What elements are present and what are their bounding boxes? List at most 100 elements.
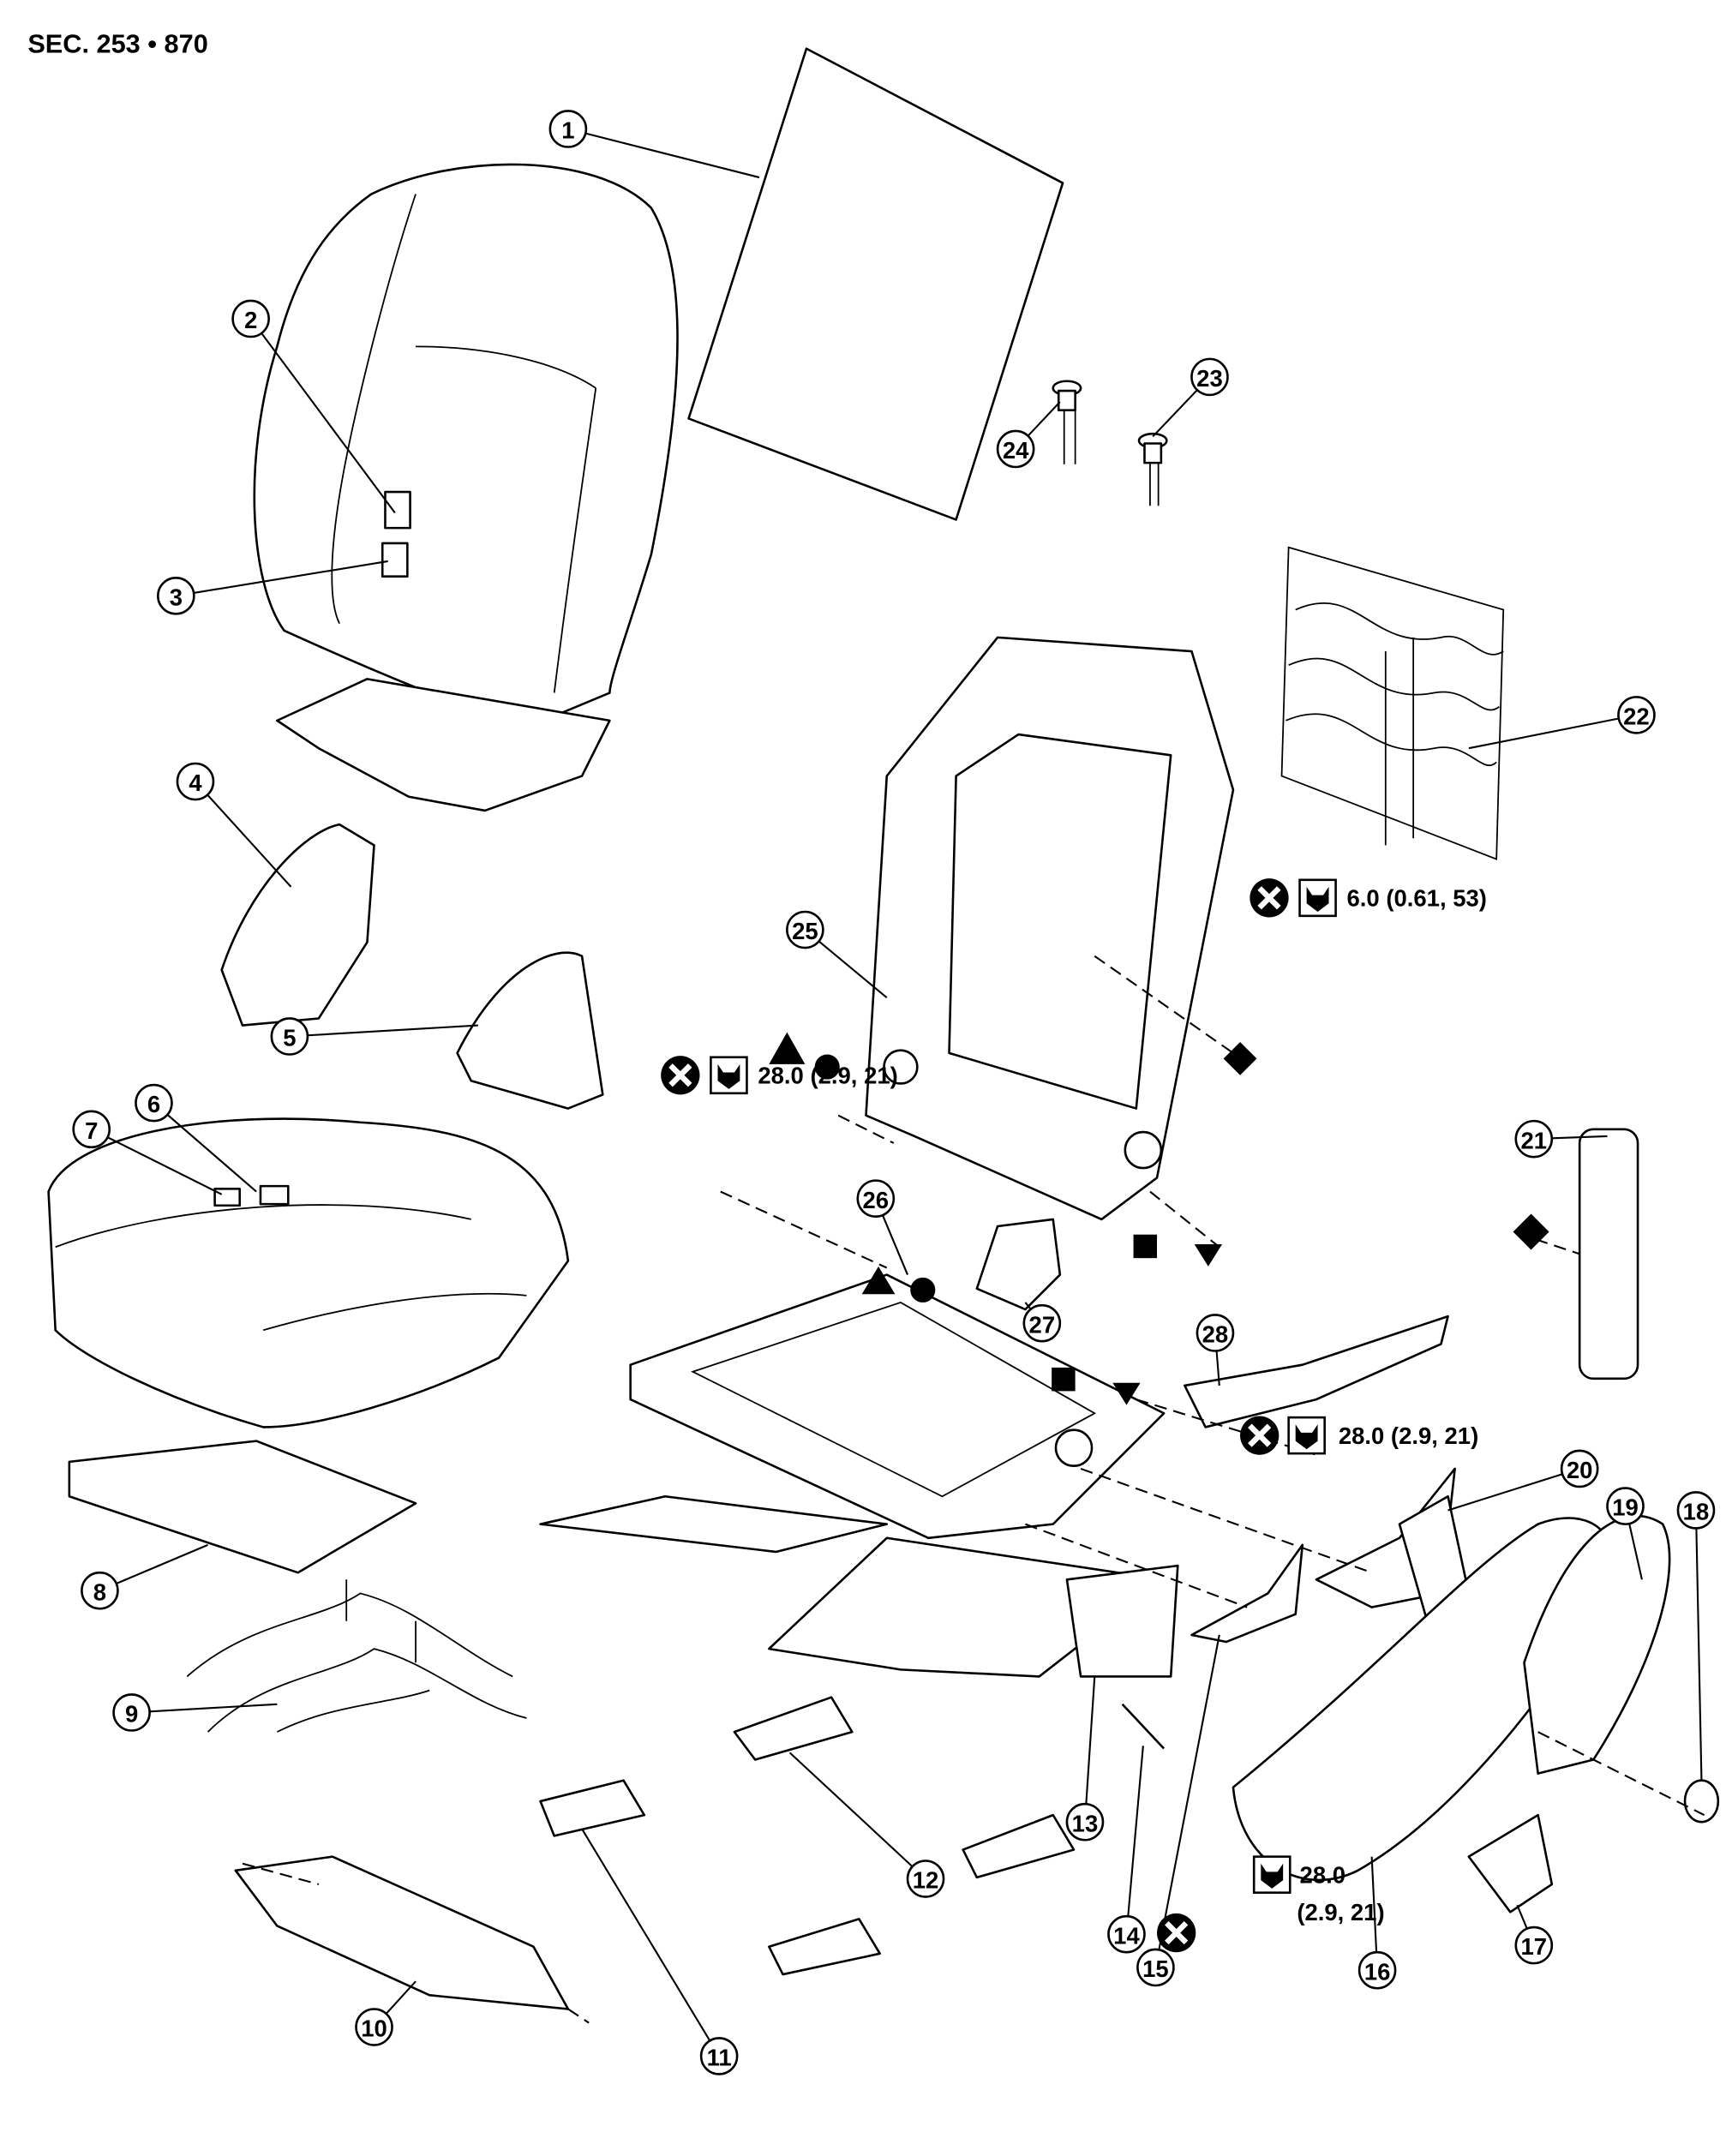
triangle-up-marker (861, 1266, 896, 1295)
torque-value: 28.0 (2.9, 21) (1339, 1422, 1478, 1449)
callout-circle (1676, 1491, 1716, 1530)
callout-1: 1 (548, 110, 760, 179)
callout-circle (1065, 1802, 1105, 1842)
torque-28.0-rear: 28.0 (2.9, 21) (1240, 1416, 1478, 1455)
callout-number: 3 (170, 584, 183, 610)
callout-18: 18 (1676, 1491, 1716, 1781)
leader-line (1628, 1523, 1643, 1580)
triangle-down-marker (1194, 1244, 1223, 1267)
callout-circle (1190, 357, 1229, 397)
callout-28: 28 (1196, 1314, 1235, 1386)
callout-21: 21 (1514, 1119, 1608, 1159)
lower-covers (234, 1696, 1076, 2010)
torque-wrench-icon (1287, 1416, 1326, 1455)
seatback-finisher-inner (220, 823, 604, 1110)
leader-line (1551, 1135, 1608, 1140)
callout-12: 12 (788, 1752, 945, 1898)
leader-line (1447, 1473, 1563, 1512)
callout-3: 3 (157, 560, 388, 615)
brackets (975, 1218, 1471, 1678)
callout-number: 21 (1521, 1127, 1548, 1153)
callout-22: 22 (1468, 696, 1656, 750)
leader-line (1215, 1350, 1220, 1386)
callout-circle (176, 762, 215, 801)
marker-symbols (769, 1032, 1549, 1405)
leader-line (1085, 1676, 1096, 1805)
callout-number: 6 (147, 1091, 160, 1117)
callout-circle (355, 2008, 393, 2046)
leader-line (166, 1114, 257, 1193)
callout-number: 9 (125, 1701, 138, 1728)
square-marker (1133, 1234, 1158, 1259)
callout-circle (1514, 1925, 1554, 1965)
callout-number: 10 (361, 2015, 387, 2042)
x-circle-icon (1157, 1913, 1196, 1953)
x-circle-icon (661, 1056, 700, 1095)
section-label: SEC. 253 • 870 (27, 29, 207, 59)
callout-circle (1357, 1950, 1397, 1990)
torque-6.0: 6.0 (0.61, 53) (1250, 878, 1487, 918)
x-circle-icon (1250, 878, 1289, 918)
leader-line (1024, 1302, 1032, 1310)
callout-number: 11 (707, 2045, 732, 2071)
leader-line (1516, 1904, 1528, 1930)
callout-circle (548, 110, 588, 148)
callout-25: 25 (786, 910, 888, 999)
leader-line (149, 1703, 278, 1713)
headrest-holders (1052, 380, 1168, 506)
callout-circle (786, 910, 824, 949)
callout-27: 27 (1022, 1302, 1062, 1343)
callout-6: 6 (135, 1083, 257, 1193)
callout-circle (906, 1860, 945, 1898)
leader-line (1695, 1528, 1703, 1781)
callout-circle (996, 429, 1035, 469)
torque-value: 28.0 (2.9, 21) (758, 1062, 897, 1088)
leader-line (585, 132, 760, 179)
leader-line (1158, 1634, 1220, 1950)
torque-value: 6.0 (0.61, 53) (1347, 885, 1487, 912)
callout-number: 7 (85, 1117, 98, 1144)
callout-number: 25 (792, 918, 818, 944)
side-finisher (1232, 1128, 1720, 1913)
leader-line (261, 332, 396, 513)
callout-number: 4 (189, 770, 202, 796)
leader-line (1370, 1856, 1378, 1953)
callout-circle (1514, 1119, 1554, 1159)
leader-line (385, 1980, 417, 2015)
callout-14: 14 (1107, 1746, 1146, 1954)
circle-marker (814, 1054, 840, 1080)
triangle-down-marker (1112, 1382, 1141, 1405)
callout-23: 23 (1152, 357, 1229, 438)
torque-value: (2.9, 21) (1297, 1899, 1384, 1925)
callout-16: 16 (1357, 1856, 1397, 1990)
leader-line (307, 1024, 478, 1037)
callout-circle (270, 1017, 309, 1056)
leader-line (107, 1136, 223, 1195)
callout-11: 11 (581, 1828, 739, 2075)
callout-number: 19 (1612, 1494, 1639, 1521)
callout-number: 27 (1029, 1311, 1056, 1338)
callout-2: 2 (231, 299, 396, 513)
circle-marker (910, 1277, 936, 1303)
leader-line (1152, 389, 1198, 438)
callout-number: 8 (93, 1578, 106, 1605)
leader-line (881, 1214, 908, 1275)
callout-number: 15 (1142, 1955, 1169, 1982)
callout-circle (1107, 1914, 1146, 1954)
callout-circle (1196, 1314, 1235, 1352)
torque-28.0-front: 28.0 (2.9, 21) (661, 1056, 898, 1095)
callout-circle (72, 1110, 111, 1149)
leader-line (1468, 717, 1620, 750)
callout-number: 16 (1364, 1958, 1391, 1985)
leader-line (581, 1828, 711, 2042)
torque-wrench-icon (1252, 1855, 1292, 1894)
diamond-marker (1223, 1041, 1257, 1075)
leader-line (1127, 1746, 1144, 1917)
seat-frame (539, 1273, 1166, 1678)
callout-circle (1022, 1303, 1062, 1343)
callout-circle (1560, 1449, 1599, 1488)
callout-number: 13 (1072, 1810, 1099, 1836)
torque-wrench-icon (710, 1056, 748, 1095)
seat-cushion-trim (47, 1117, 570, 1428)
